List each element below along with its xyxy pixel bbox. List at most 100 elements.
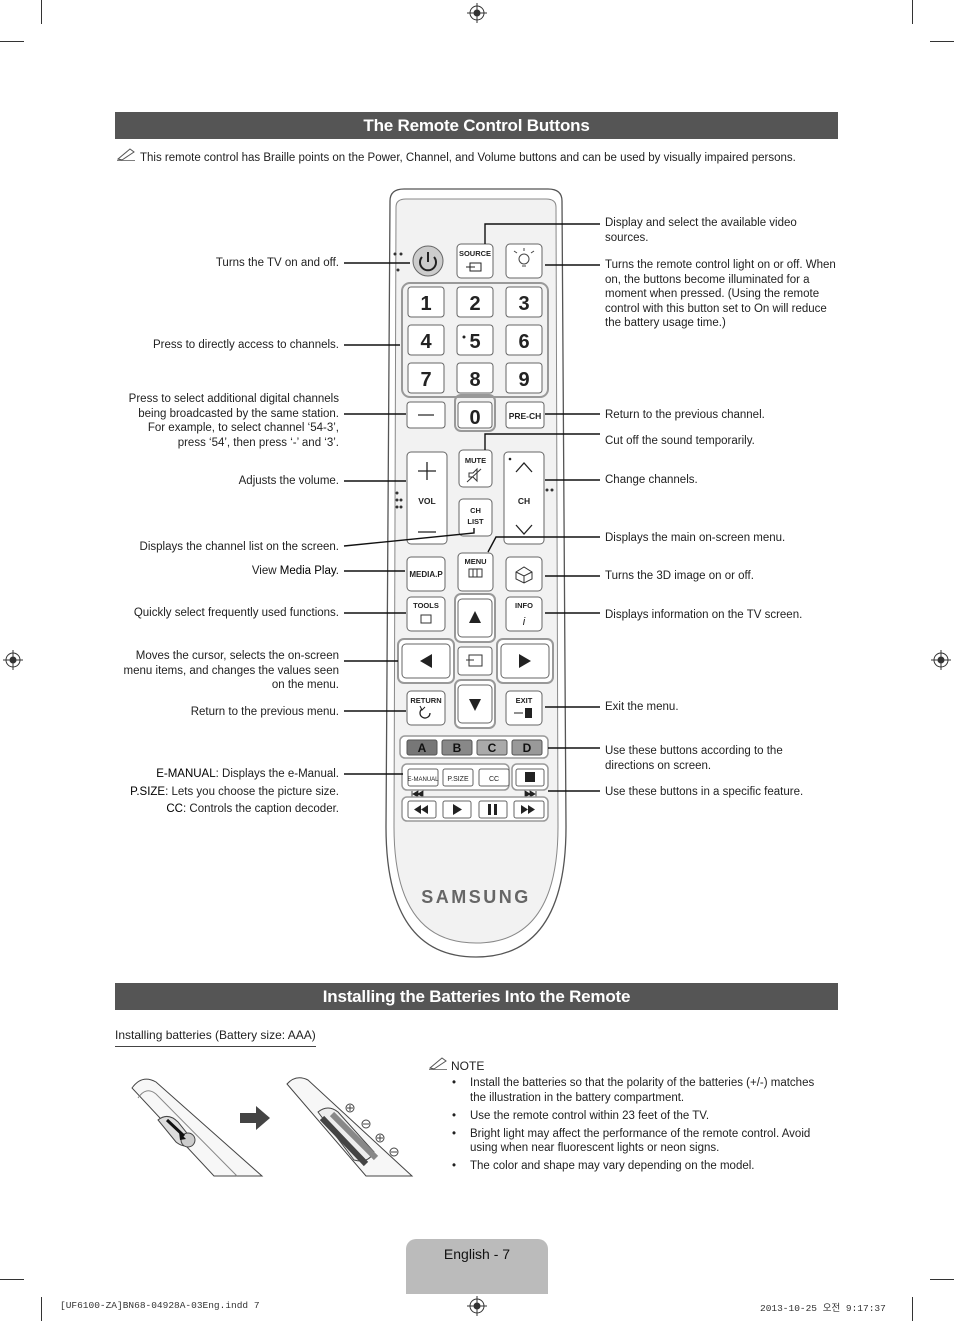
- callout-exit: Exit the menu.: [605, 701, 679, 713]
- emanual-key: E-MANUAL: [156, 768, 216, 780]
- emanual-text: : Displays the e-Manual.: [215, 768, 339, 780]
- remote-back-open-icon: [131, 1078, 264, 1177]
- svg-text:i: i: [523, 616, 526, 628]
- color-key-label: A: [418, 741, 427, 755]
- svg-text:E-MANUAL: E-MANUAL: [407, 777, 439, 783]
- note-text: Install the batteries so that the polari…: [470, 1077, 815, 1104]
- tools-button: TOOLS: [406, 596, 446, 632]
- note-pencil-icon: [116, 148, 135, 161]
- rewind-button: [407, 800, 437, 819]
- note-pencil-icon: [428, 1057, 447, 1070]
- list-item: •Bright light may affect the performance…: [452, 1127, 811, 1155]
- callout-dash: Press to select additional digital chann…: [128, 393, 339, 449]
- svg-text:0: 0: [469, 407, 480, 429]
- color-key-c: C: [476, 739, 508, 756]
- number-button-4: 4: [407, 324, 445, 356]
- registration-mark-icon: [931, 650, 951, 670]
- svg-text:SOURCE: SOURCE: [459, 249, 491, 258]
- psize-button: P.SIZE: [442, 768, 474, 787]
- callout-playback: Use these buttons in a specific feature.: [605, 786, 804, 798]
- battery-notes-list: •Install the batteries so that the polar…: [452, 1076, 832, 1177]
- svg-text:CH: CH: [518, 496, 530, 506]
- note-text: Bright light may affect the performance …: [470, 1127, 811, 1155]
- number-label: 6: [518, 331, 529, 353]
- svg-text:TOOLS: TOOLS: [413, 601, 439, 610]
- number-button-8: 8: [456, 362, 494, 394]
- number-button-9: 9: [505, 362, 543, 394]
- prech-button: PRE-CH: [505, 401, 545, 429]
- callout-psize: P.SIZE: Lets you choose the picture size…: [110, 785, 339, 800]
- svg-text:MENU: MENU: [464, 557, 486, 566]
- color-key-b: B: [441, 739, 473, 756]
- crop-mark: [0, 41, 24, 42]
- volume-rocker: VOL: [406, 451, 448, 545]
- note-text: Use the remote control within 23 feet of…: [470, 1109, 710, 1122]
- callout-info: Displays information on the TV screen.: [605, 609, 803, 621]
- chlist-button: CH LIST: [458, 498, 493, 537]
- number-label: 3: [518, 293, 529, 315]
- svg-text:LIST: LIST: [467, 517, 484, 526]
- channel-rocker: CH: [503, 451, 545, 545]
- color-key-label: B: [453, 741, 462, 755]
- callout-light: Turns the remote control light on or off…: [605, 259, 836, 329]
- directional-pad: [397, 593, 554, 729]
- callout-channel: Change channels.: [605, 474, 698, 486]
- braille-note: This remote control has Braille points o…: [140, 152, 796, 164]
- number-label: 7: [420, 369, 431, 391]
- pause-button: [478, 800, 508, 819]
- callout-3d: Turns the 3D image on or off.: [605, 570, 754, 582]
- crop-mark: [930, 1279, 954, 1280]
- svg-text:MEDIA.P: MEDIA.P: [409, 570, 443, 579]
- callout-emanual: E-MANUAL: Displays the e-Manual.: [110, 767, 339, 782]
- crop-mark: [912, 0, 913, 24]
- power-button: [412, 245, 444, 277]
- return-button: RETURN: [406, 690, 446, 726]
- number-button-2: 2: [456, 286, 494, 318]
- samsung-logo: SAMSUNG: [421, 887, 531, 907]
- battery-installation-illustration: [131, 1077, 414, 1177]
- callout-menu: Displays the main on-screen menu.: [605, 532, 786, 544]
- list-item: •The color and shape may vary depending …: [452, 1160, 755, 1172]
- callout-colors: Use these buttons according to the direc…: [605, 745, 783, 772]
- dash-button: [406, 401, 446, 429]
- section-title-batteries: Installing the Batteries Into the Remote: [115, 983, 838, 1010]
- crop-mark: [0, 1279, 24, 1280]
- color-key-a: A: [406, 739, 438, 756]
- svg-text:RETURN: RETURN: [410, 696, 441, 705]
- number-label: 8: [469, 369, 480, 391]
- slug-filename: [UF6100-ZA]BN68-04928A-03Eng.indd 7: [60, 1300, 260, 1311]
- emanual-button: E-MANUAL: [407, 768, 439, 787]
- callout-mute: Cut off the sound temporarily.: [605, 435, 755, 447]
- page-number-tab: [406, 1239, 548, 1294]
- number-label: 1: [420, 293, 431, 315]
- 3d-button: [505, 556, 543, 592]
- callout-prech: Return to the previous channel.: [605, 409, 765, 421]
- svg-text:P.SIZE: P.SIZE: [447, 776, 469, 783]
- list-item: •Install the batteries so that the polar…: [452, 1077, 815, 1104]
- fast-forward-button: [513, 800, 545, 819]
- svg-text:VOL: VOL: [418, 496, 435, 506]
- number-label: 9: [518, 369, 529, 391]
- play-button: [442, 800, 472, 819]
- cc-button: CC: [478, 768, 510, 787]
- mediap-button: MEDIA.P: [406, 556, 446, 592]
- svg-text:PRE-CH: PRE-CH: [509, 411, 542, 421]
- number-label: 4: [420, 331, 432, 353]
- zero-button: 0: [457, 401, 493, 429]
- callout-numbers: Press to directly access to channels.: [153, 339, 339, 351]
- svg-text:MUTE: MUTE: [465, 456, 486, 465]
- svg-text:EXIT: EXIT: [516, 696, 533, 705]
- registration-mark-icon: [3, 650, 23, 670]
- number-label: 2: [469, 293, 480, 315]
- color-key-d: D: [511, 739, 543, 756]
- callout-source: Display and select the available video s…: [605, 217, 797, 244]
- callout-power: Turns the TV on and off.: [215, 257, 339, 269]
- braille-dot: [462, 335, 466, 339]
- callout-mediap-prefix: View: [251, 565, 280, 577]
- callout-mediap-suffix: .: [335, 565, 339, 577]
